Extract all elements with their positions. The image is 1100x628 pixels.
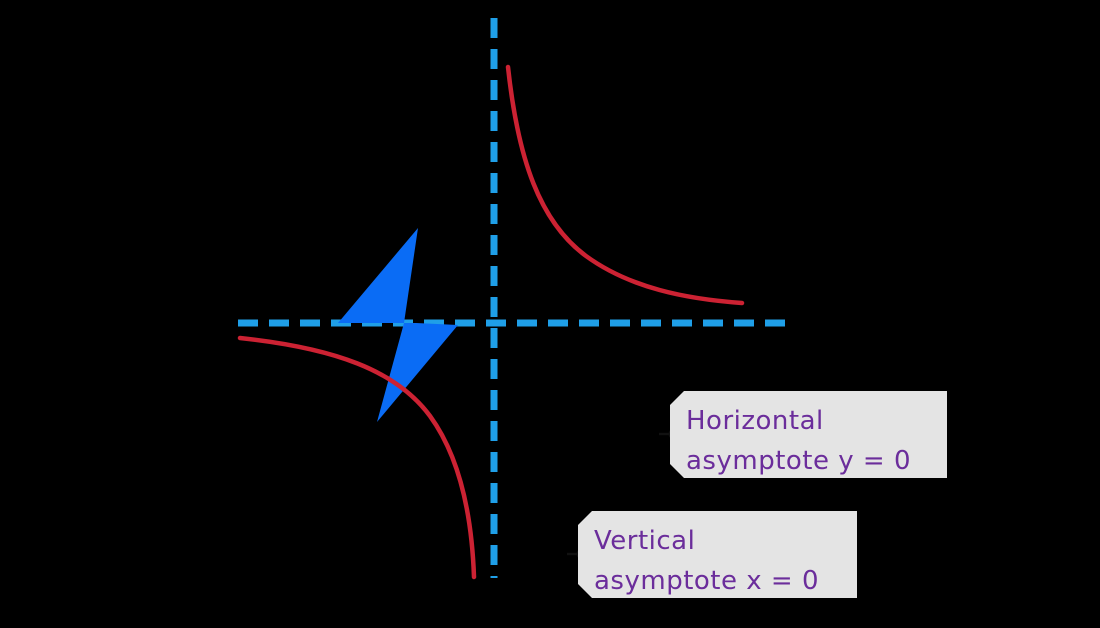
horizontal-asymptote-label-line1: Horizontal xyxy=(686,406,824,436)
vertical-asymptote-label: Vertical asymptote x = 0 xyxy=(578,511,857,598)
horizontal-asymptote-label: Horizontal asymptote y = 0 xyxy=(670,391,947,478)
curve-lower-left-branch xyxy=(237,335,477,580)
horizontal-asymptote-label-line2: asymptote y = 0 xyxy=(686,446,911,476)
vertical-asymptote-label-line2: asymptote x = 0 xyxy=(594,566,819,596)
vertical-asymptote-label-line1: Vertical xyxy=(594,526,696,556)
curve-upper-right-branch xyxy=(505,64,745,306)
